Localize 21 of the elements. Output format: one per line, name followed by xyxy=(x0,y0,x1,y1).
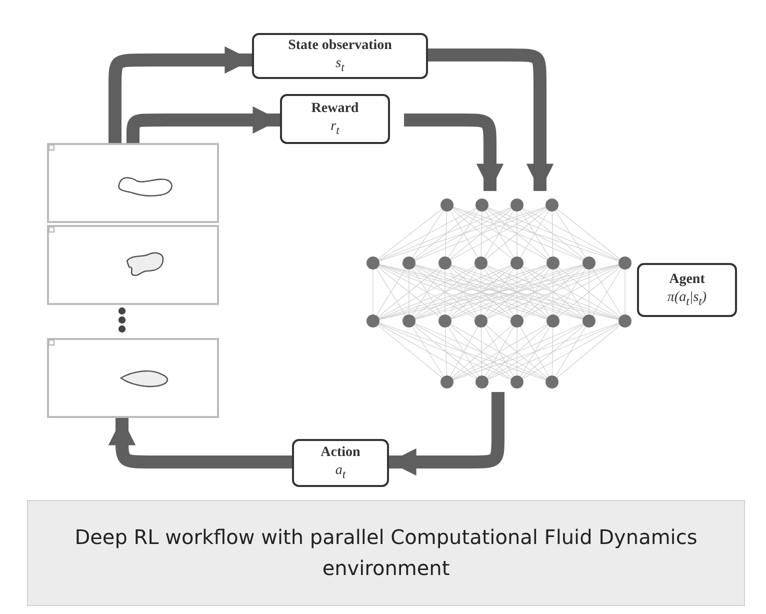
flow-simulation-panel xyxy=(47,338,219,418)
math-symbol: r$_{t}$ xyxy=(330,118,340,138)
box-title: Agent xyxy=(669,271,705,289)
flow-simulation-panel xyxy=(47,143,219,223)
flow-simulation-panel xyxy=(47,225,219,305)
math-symbol: s$_{t}$ xyxy=(336,54,344,75)
math-symbol: a$_{t}$ xyxy=(335,462,346,482)
box-title: Action xyxy=(320,444,360,462)
caption: Deep RL workflow with parallel Computational Fluid Dynamics environment xyxy=(74,524,698,582)
arrow xyxy=(389,392,504,476)
arrow xyxy=(404,114,504,191)
arrow xyxy=(108,416,292,468)
box-title: Reward xyxy=(311,100,359,118)
box-title: State observation xyxy=(288,37,392,55)
math-symbol: π(a$_{t}$|s$_{t}$) xyxy=(667,288,707,309)
label-box xyxy=(637,263,737,317)
label-box xyxy=(292,439,389,487)
arrow xyxy=(108,46,252,143)
label-box xyxy=(280,94,390,144)
label-box xyxy=(252,33,428,79)
arrow xyxy=(428,48,554,191)
